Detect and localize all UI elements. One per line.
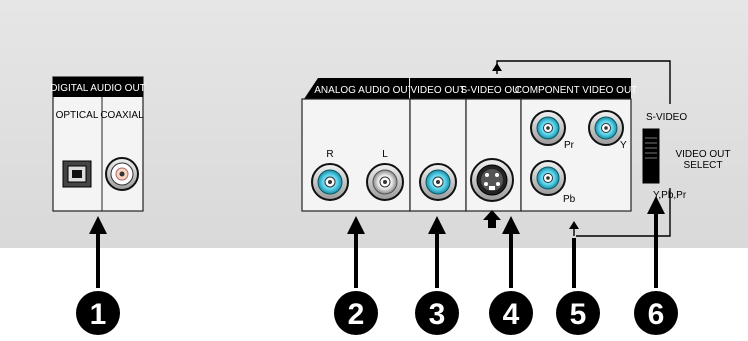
s-video-route-arrow xyxy=(492,63,502,71)
svg-text:2: 2 xyxy=(348,298,365,331)
digital-audio-out-label: DIGITAL AUDIO OUT xyxy=(50,83,146,94)
s-video-out-label: S-VIDEO OUT xyxy=(460,85,525,96)
callout-badge-3: 3 xyxy=(415,291,459,335)
callout-badge-2: 2 xyxy=(334,291,378,335)
s-video-block-arrow xyxy=(483,210,501,228)
callout-arrows xyxy=(89,196,665,288)
pb-label: Pb xyxy=(563,194,576,205)
svg-text:1: 1 xyxy=(90,298,107,331)
svg-text:4: 4 xyxy=(503,298,520,331)
callout-arrow-6 xyxy=(647,196,665,288)
callout-arrow-1 xyxy=(89,216,107,288)
component-video-out-label: COMPONENT VIDEO OUT xyxy=(515,85,638,96)
ypbpr-position-label: Y,Pb,Pr xyxy=(653,190,687,201)
component-pr-jack[interactable] xyxy=(530,110,566,146)
l-label: L xyxy=(382,149,388,160)
s-video-jack[interactable] xyxy=(470,158,514,202)
coaxial-label: COAXIAL xyxy=(100,110,144,121)
svg-text:3: 3 xyxy=(429,298,446,331)
optical-port[interactable] xyxy=(62,160,92,188)
svg-text:6: 6 xyxy=(648,298,665,331)
y-label: Y xyxy=(620,140,627,151)
video-out-select-switch[interactable] xyxy=(642,128,660,184)
callout-badge-1: 1 xyxy=(76,291,120,335)
video-out-select-label-line1: VIDEO OUT xyxy=(675,149,730,160)
callout-badge-6: 6 xyxy=(634,291,678,335)
component-y-jack[interactable] xyxy=(588,110,624,146)
component-pb-jack[interactable] xyxy=(530,160,566,196)
analog-audio-out-label: ANALOG AUDIO OUT xyxy=(314,85,413,96)
component-route-arrow xyxy=(569,221,579,229)
pr-label: Pr xyxy=(564,140,575,151)
optical-label: OPTICAL xyxy=(56,110,99,121)
callout-badge-4: 4 xyxy=(489,291,533,335)
audio-r-jack[interactable] xyxy=(311,163,349,201)
svg-text:5: 5 xyxy=(570,298,587,331)
digital-audio-out-section: DIGITAL AUDIO OUT OPTICAL COAXIAL xyxy=(50,76,146,212)
component-video-out-section: COMPONENT VIDEO OUT Pr Y xyxy=(515,78,638,212)
r-label: R xyxy=(326,149,333,160)
coaxial-port[interactable] xyxy=(105,157,139,191)
analog-audio-out-section: ANALOG AUDIO OUT R L xyxy=(301,78,414,212)
video-out-select-label-line2: SELECT xyxy=(684,160,723,171)
callout-badge-5: 5 xyxy=(556,291,600,335)
callout-arrow-3 xyxy=(428,216,446,288)
s-video-out-section: S-VIDEO OUT xyxy=(460,78,526,212)
callout-arrow-2 xyxy=(347,216,365,288)
s-video-position-label: S-VIDEO xyxy=(646,112,687,123)
callout-arrow-4 xyxy=(502,216,520,288)
video-out-section: VIDEO OUT xyxy=(409,78,467,212)
video-out-label: VIDEO OUT xyxy=(410,85,465,96)
audio-l-jack[interactable] xyxy=(366,163,404,201)
video-out-jack[interactable] xyxy=(419,163,457,201)
